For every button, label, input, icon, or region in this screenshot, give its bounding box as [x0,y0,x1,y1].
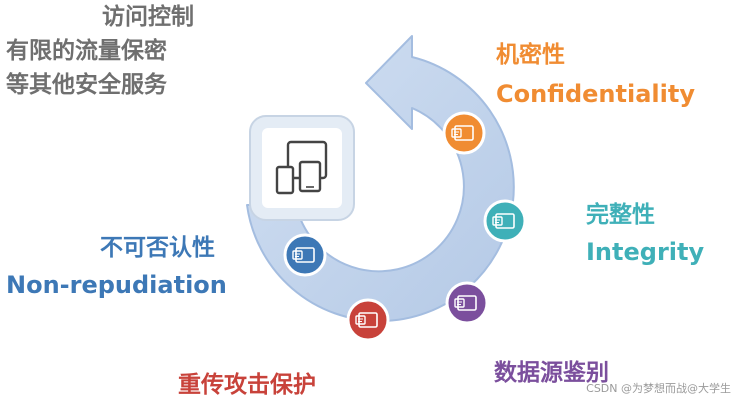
label-non-repudiation-cn: 不可否认性 [100,235,215,261]
service-access-control: 访问控制 [102,4,194,30]
label-confidentiality-en: Confidentiality [496,80,695,108]
node-data-origin [445,281,489,325]
devices-icon [275,140,328,195]
node-integrity [483,199,527,243]
watermark: CSDN @为梦想而战@大学生 [586,382,731,395]
service-traffic-confidentiality: 有限的流量保密 [6,38,167,64]
label-confidentiality-cn: 机密性 [496,42,565,68]
label-integrity-en: Integrity [586,238,705,266]
label-non-repudiation-en: Non-repudiation [6,271,227,299]
label-integrity-cn: 完整性 [586,202,655,228]
node-confidentiality [442,111,486,155]
node-non-repudiation [283,233,327,277]
label-data-origin-cn: 数据源鉴别 [494,360,609,386]
node-replay-protection [346,298,390,342]
label-replay-protection-cn: 重传攻击保护 [178,372,316,398]
service-other: 等其他安全服务 [6,72,167,98]
other-services-list: 访问控制 有限的流量保密 等其他安全服务 [6,6,196,108]
